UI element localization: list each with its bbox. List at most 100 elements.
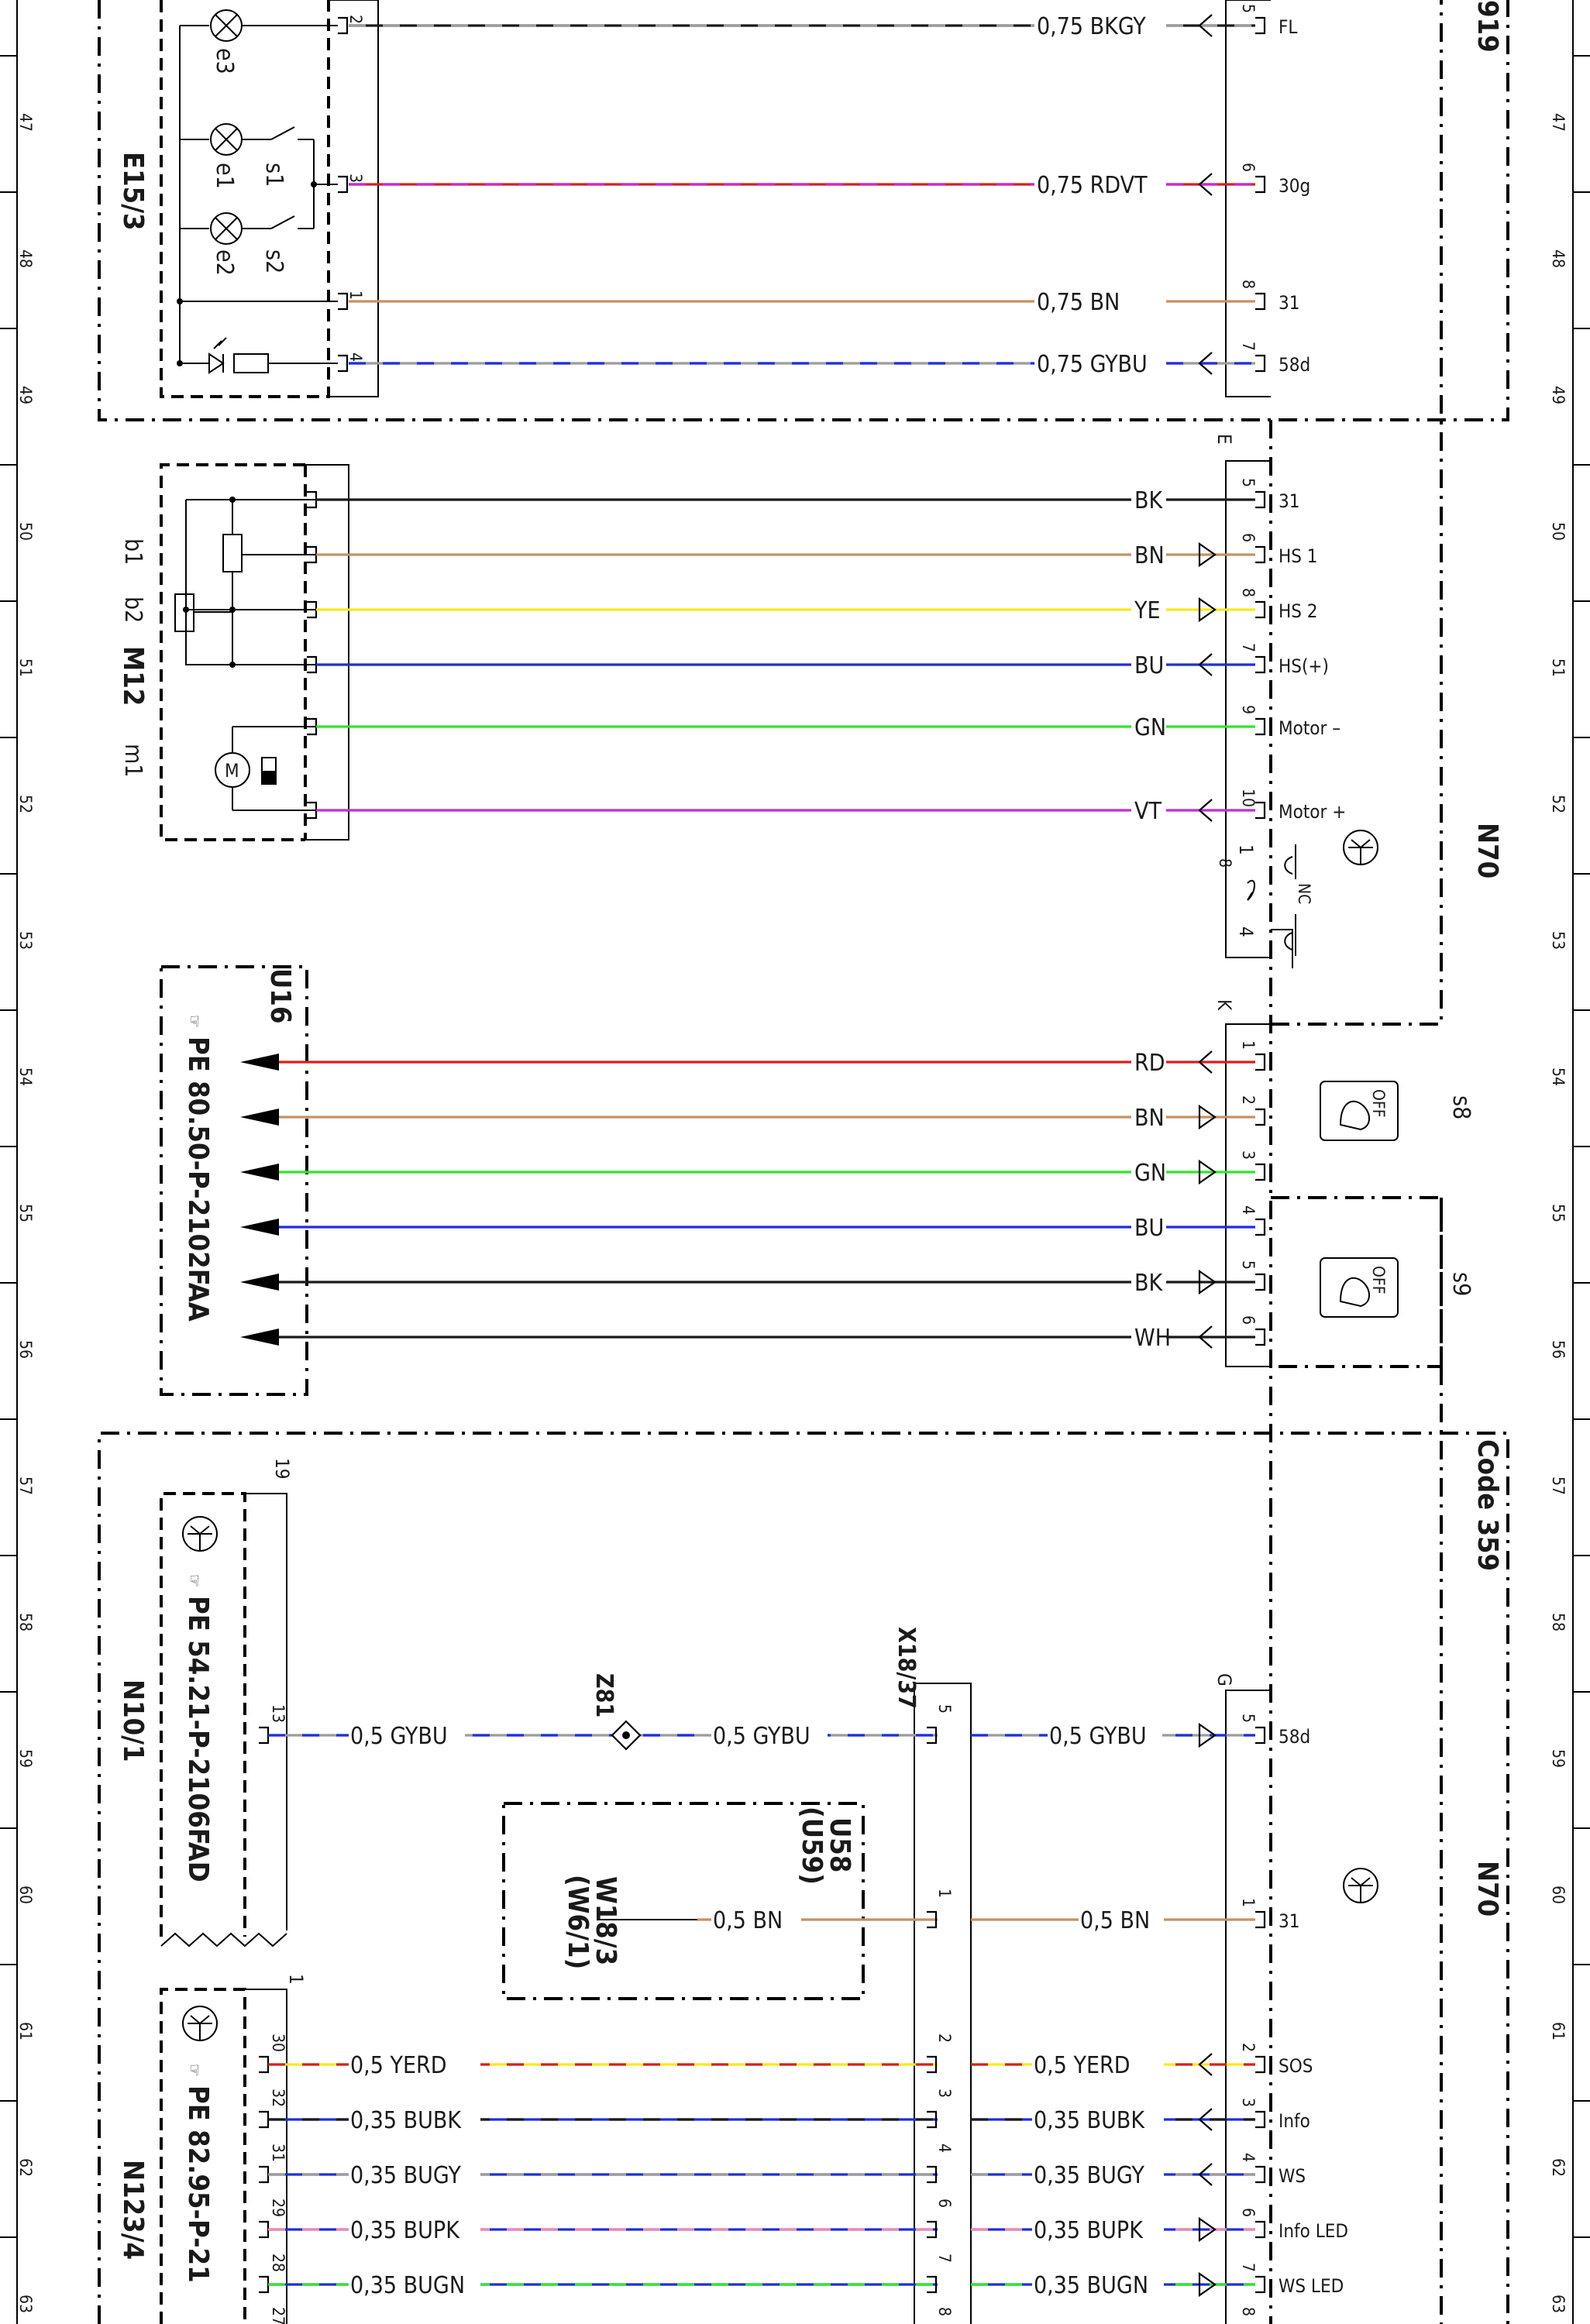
section-frames	[98, 0, 1509, 2324]
n70-pin	[1255, 801, 1266, 820]
switch-pin-number: 3	[1239, 1150, 1258, 1160]
u16-label: U16	[264, 968, 296, 1023]
wire-label: BU	[1134, 1215, 1164, 1242]
u16-pointer-icon: ☞	[185, 1015, 204, 1028]
n70-pin-number: 5	[1239, 4, 1258, 13]
x18-37-pin	[927, 2275, 938, 2294]
lamp-e3-label: e3	[211, 48, 238, 74]
wire-label: 0,35 BUBK	[1034, 2107, 1145, 2134]
e15-3-pin-number: 2	[346, 15, 365, 24]
n123-4-pin-number: 28	[269, 2254, 287, 2272]
lamp-e1-label: e1	[211, 163, 238, 189]
u58-label: U58	[824, 1817, 855, 1872]
switch-pin	[1255, 1108, 1266, 1126]
direction-arrow-icon	[1198, 2271, 1217, 2298]
n70-pin	[1255, 490, 1266, 509]
ruler-number-left: 50	[16, 522, 35, 541]
n70-pin	[1255, 2220, 1266, 2239]
code-359-label: Code 359	[1471, 1439, 1503, 1571]
direction-arrow-icon	[1198, 1325, 1213, 1349]
wire-label: VT	[1134, 798, 1162, 825]
wire-label: BN	[1134, 1105, 1165, 1132]
n10-1-module: 19 ☞ PE 54.21-P-2106FAD N10/1	[117, 1458, 293, 1948]
switch-s8: OFF s8	[1320, 1081, 1475, 1141]
n70-signal-label: Motor +	[1279, 801, 1346, 823]
u58-sub-label: (U59)	[796, 1807, 828, 1885]
e15-3-pin	[338, 354, 349, 373]
label-bg	[349, 2217, 480, 2242]
e15-3-pin-number: 1	[346, 290, 365, 300]
x18-37-pin-number: 3	[935, 2089, 954, 2098]
ruler-number-right: 52	[1549, 795, 1568, 813]
wire-label: 0,35 BUBK	[350, 2107, 462, 2134]
switch-pin	[1255, 1163, 1266, 1181]
ruler-number-right: 49	[1549, 386, 1568, 404]
connector-e-letter: E	[1213, 434, 1235, 445]
nc-pin-1: 1	[1235, 844, 1257, 855]
direction-arrow-icon	[1198, 2053, 1213, 2076]
n70-pin	[1255, 655, 1266, 674]
arrow-head-icon	[240, 1329, 279, 1346]
wire-label: 0,35 BUPK	[350, 2217, 460, 2244]
m12-label: M12	[117, 646, 149, 706]
n70-pin-number: 8	[1239, 588, 1258, 597]
wire-label: 0,75 GYBU	[1037, 351, 1148, 378]
label-bg	[349, 1723, 465, 1748]
x18-37-pin-number: 6	[935, 2199, 954, 2208]
n70-signal-label: Info	[1279, 2110, 1310, 2132]
x18-37-pin	[927, 1726, 938, 1745]
ruler-number-right: 58	[1549, 1613, 1568, 1631]
n70-pin	[1255, 1910, 1266, 1929]
ruler-number-left: 57	[16, 1477, 35, 1495]
switch-pin	[1255, 1273, 1266, 1291]
n70-label-bottom: N70	[1471, 1861, 1503, 1917]
n70-pin-number: 2	[1239, 2043, 1258, 2052]
n123-4-reference: PE 82.95-P-21	[182, 2085, 214, 2283]
switch-pin	[1255, 1218, 1266, 1236]
n70-pin	[1255, 2165, 1266, 2184]
connector-g-letter: G	[1213, 1673, 1235, 1686]
wire-label: RD	[1134, 1050, 1165, 1077]
ruler-number-right: 51	[1549, 658, 1568, 677]
n70-signal-label: 31	[1279, 1910, 1299, 1932]
x18-37-pin-number: 1	[935, 1889, 954, 1898]
n70-pin-number: 9	[1239, 705, 1258, 714]
wire-label: 0,75 RDVT	[1037, 172, 1148, 199]
w18-3-label: W18/3	[590, 1876, 621, 1965]
n70-pin	[1255, 292, 1266, 311]
n70-signal-label: WS	[1279, 2165, 1306, 2187]
n70-pin-number: 10	[1239, 789, 1258, 807]
switch-pin-number: 2	[1239, 1095, 1258, 1105]
n70-pin	[1255, 175, 1266, 194]
m12-m1-label: m1	[119, 744, 146, 777]
ruler-number-left: 56	[16, 1340, 35, 1359]
ruler-number-left: 62	[16, 2158, 35, 2177]
n70-pin	[1255, 2110, 1266, 2129]
label-bg	[1032, 2217, 1164, 2242]
n70-signal-label: Info LED	[1279, 2220, 1348, 2242]
arrow-head-icon	[240, 1219, 279, 1236]
transistor-icon	[1343, 1868, 1378, 1903]
n70-pin-number: 4	[1239, 2153, 1258, 2162]
wire-label: BU	[1134, 652, 1164, 679]
x18-37-pin-number: 2	[935, 2033, 954, 2043]
u16-reference-box: U16 ☞ PE 80.50-P-2102FAA	[160, 965, 308, 1396]
ruler-number-right: 54	[1549, 1067, 1568, 1086]
w18-3-sub-label: (W6/1)	[562, 1875, 594, 1969]
switch-pin	[1255, 1328, 1266, 1346]
n70-pin-number: 3	[1239, 2098, 1258, 2107]
n123-4-pin-number: 29	[269, 2199, 287, 2217]
x18-37-pin-number: 8	[935, 2307, 954, 2316]
wire-label: GN	[1134, 714, 1166, 741]
ruler-number-left: 52	[16, 795, 35, 813]
label-bg	[1032, 2272, 1164, 2297]
wire-label: GN	[1134, 1160, 1166, 1187]
wire-label: 0,5 BN	[713, 1907, 783, 1934]
x18-37-pin-number: 5	[935, 1704, 954, 1714]
ruler-number-right: 55	[1549, 1204, 1568, 1222]
direction-arrow-icon	[1198, 2163, 1213, 2186]
x18-37-pin	[927, 2165, 938, 2184]
label-bg	[349, 2052, 480, 2077]
wire-label: 0,35 BUGY	[1034, 2162, 1144, 2189]
